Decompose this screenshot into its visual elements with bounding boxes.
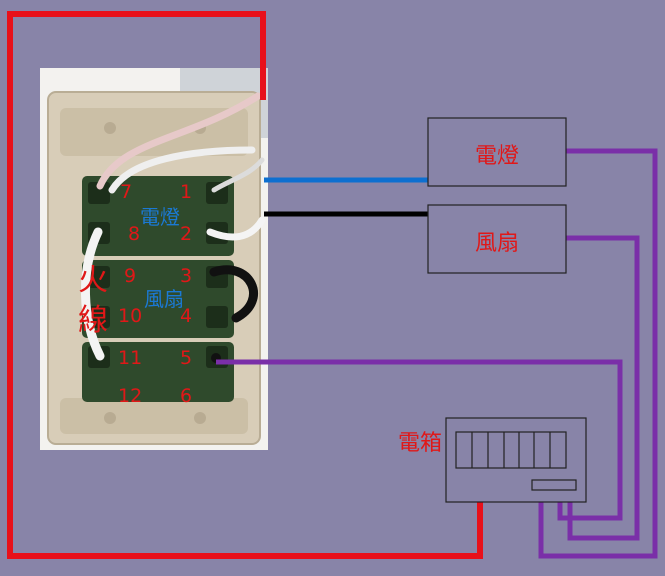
photo-pink-wire xyxy=(96,92,262,190)
terminal-label-3: 3 xyxy=(180,265,192,287)
photo-label-live-2: 線 xyxy=(78,303,108,338)
photo-black-wire xyxy=(209,265,258,323)
mount-hole xyxy=(104,122,116,134)
panel-box xyxy=(445,417,587,503)
panel-label: 電箱 xyxy=(398,431,442,456)
terminal-label-12: 12 xyxy=(118,385,142,407)
photo-white-wire xyxy=(108,146,256,194)
light-box-label: 電燈 xyxy=(475,144,519,169)
terminal-label-2: 2 xyxy=(180,223,192,245)
terminal-label-1: 1 xyxy=(180,181,192,203)
plate-top-recess xyxy=(60,108,248,156)
fan-box-label: 風扇 xyxy=(475,231,519,256)
photo-blue-wire xyxy=(211,157,265,193)
terminal-label-5: 5 xyxy=(180,347,192,369)
terminal-label-7: 7 xyxy=(120,181,132,203)
switch-photo xyxy=(40,68,268,450)
photo-label-live-1: 火 xyxy=(78,263,108,298)
purple-wire-light xyxy=(538,148,658,559)
plate-bottom-recess xyxy=(60,398,248,434)
photo-label-fan: 風扇 xyxy=(144,287,184,311)
photo-white-loop-wire xyxy=(81,227,105,361)
photo-white-wire-right xyxy=(206,216,266,241)
terminal-label-6: 6 xyxy=(180,385,192,407)
breaker-row xyxy=(455,431,567,469)
mount-hole xyxy=(104,412,116,424)
photo-label-light: 電燈 xyxy=(140,205,180,229)
purple-wire-terminal-5 xyxy=(216,359,623,521)
terminal-label-11: 11 xyxy=(118,347,142,369)
light-box xyxy=(427,117,567,187)
red-live-wire xyxy=(7,11,483,559)
terminal-label-4: 4 xyxy=(180,305,192,327)
switch-module-bottom xyxy=(82,342,234,402)
terminal-label-9: 9 xyxy=(124,265,136,287)
fan-box xyxy=(427,204,567,274)
terminal-label-8: 8 xyxy=(128,223,140,245)
neutral-bar xyxy=(531,479,577,491)
purple-wire-fan xyxy=(566,235,640,541)
terminal-label-10: 10 xyxy=(118,305,142,327)
mount-hole xyxy=(194,412,206,424)
